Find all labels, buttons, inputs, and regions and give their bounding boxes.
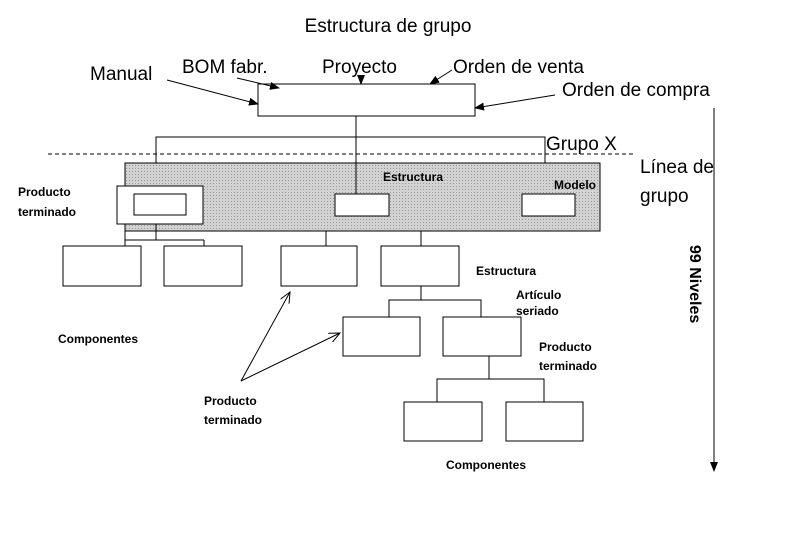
label-manual: Manual xyxy=(90,64,152,85)
connector-root-branch xyxy=(155,136,546,163)
label-articulo-1: Artículo xyxy=(516,288,561,302)
connector-level2-branch xyxy=(388,299,482,317)
component-box-2 xyxy=(163,245,243,287)
band-box-estructura xyxy=(334,193,390,217)
product-box-b xyxy=(342,316,421,357)
label-producto-terminado-bottom-2: terminado xyxy=(204,413,262,427)
arrow-orden-compra xyxy=(474,94,556,111)
component-box-4 xyxy=(505,401,584,442)
label-producto-terminado-right-2: terminado xyxy=(539,359,597,373)
arrow-orden-venta xyxy=(429,69,453,85)
arrow-manual xyxy=(166,79,259,106)
label-estructura: Estructura xyxy=(476,264,536,278)
label-producto-terminado-bottom-1: Producto xyxy=(204,394,257,408)
band-label-estructura: Estructura xyxy=(383,170,443,184)
label-bom-fabr: BOM fabr. xyxy=(182,57,268,78)
band-inner-box-producto xyxy=(133,193,187,216)
product-box-a xyxy=(280,245,358,287)
arrow-producto-b xyxy=(240,333,340,382)
component-box-3 xyxy=(403,401,483,442)
label-producto-terminado-right-1: Producto xyxy=(539,340,592,354)
band-label-modelo: Modelo xyxy=(554,178,596,192)
label-producto-terminado-left-1: Producto xyxy=(18,185,71,199)
arrow-producto-a xyxy=(240,292,290,382)
label-orden-compra: Orden de compra xyxy=(562,80,710,101)
band-box-modelo xyxy=(521,193,576,217)
group-root-box xyxy=(257,83,476,117)
label-proyecto: Proyecto xyxy=(322,57,397,78)
diagram-title: Estructura de grupo xyxy=(305,16,472,37)
label-grupo-x: Grupo X xyxy=(546,134,617,155)
label-linea-de-grupo-1: Línea de xyxy=(640,157,714,178)
connector-level3-branch xyxy=(436,378,545,402)
label-producto-terminado-left-2: terminado xyxy=(18,205,76,219)
component-box-1 xyxy=(62,245,142,287)
estructura-box xyxy=(380,245,460,287)
label-componentes-bottom: Componentes xyxy=(446,458,526,472)
label-orden-venta: Orden de venta xyxy=(453,57,584,78)
label-linea-de-grupo-2: grupo xyxy=(640,186,689,207)
label-componentes-left: Componentes xyxy=(58,332,138,346)
label-99-niveles: 99 Niveles xyxy=(686,245,703,323)
label-articulo-2: seriado xyxy=(516,304,559,318)
arrow-bom xyxy=(236,77,280,90)
articulo-seriado-box xyxy=(442,316,522,357)
